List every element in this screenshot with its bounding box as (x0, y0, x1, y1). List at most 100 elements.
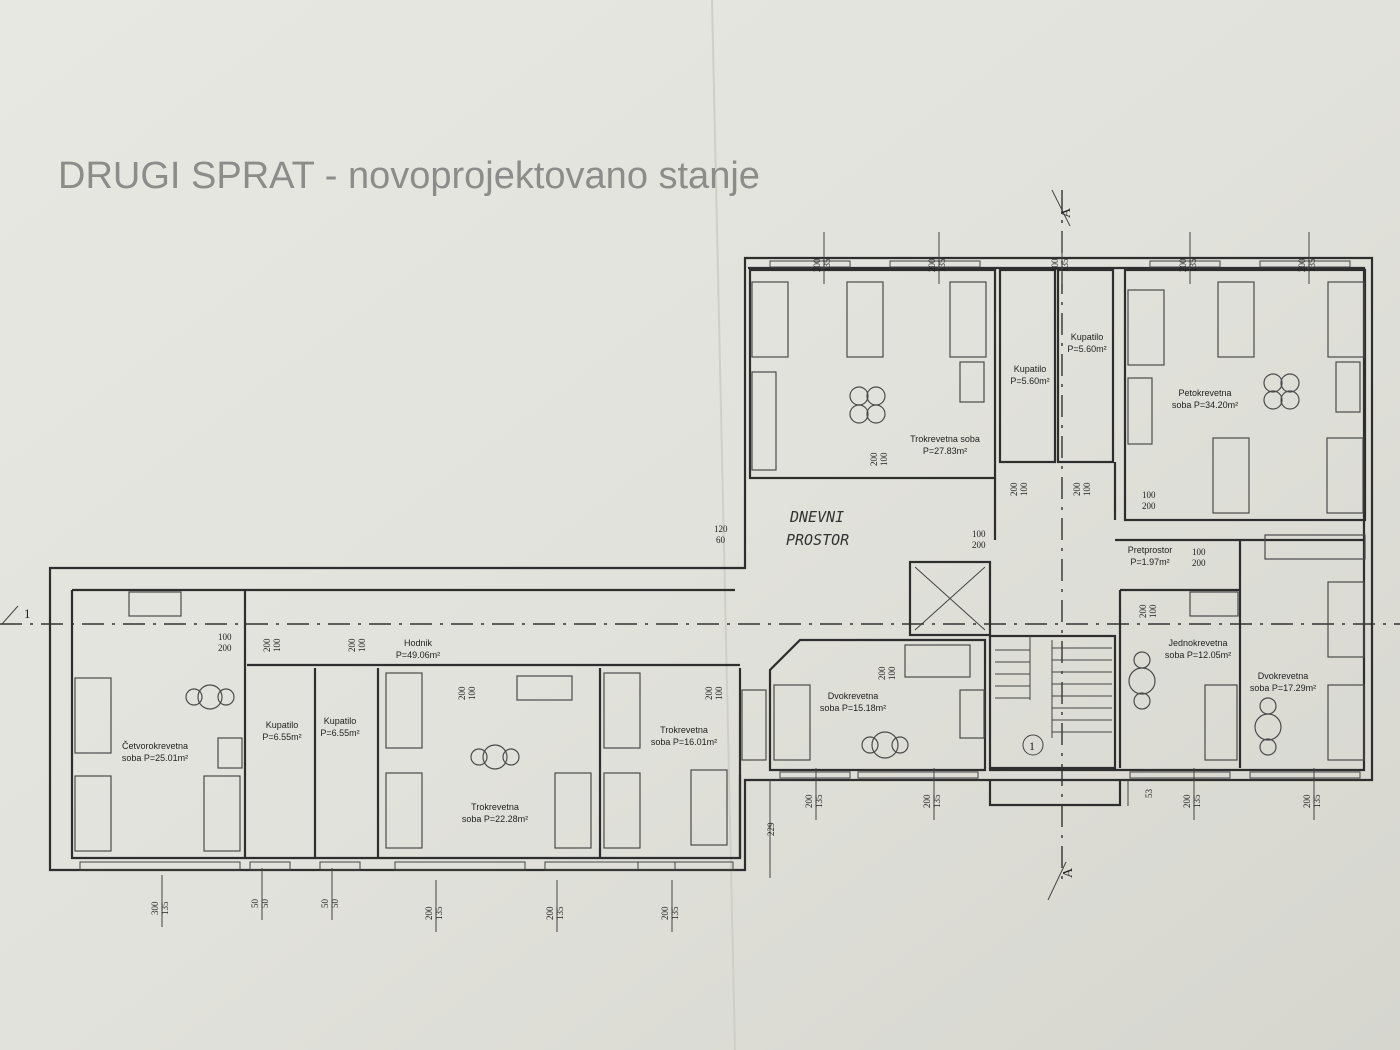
elevator-shaft (908, 560, 992, 637)
room-name: Dvokrevetna (1258, 671, 1309, 681)
door-width: 100 (879, 452, 889, 466)
door-height: 200 (1192, 558, 1206, 568)
right-lower-rooms (1118, 540, 1242, 768)
section-marker-a-top (1051, 189, 1071, 227)
bathroom-2 (1056, 268, 1115, 464)
dimension-height: 135 (160, 901, 170, 915)
door-width: 100 (887, 666, 897, 680)
room-name: Hodnik (404, 638, 433, 648)
dimension-width: 200 (424, 906, 434, 920)
room-area: soba P=12.05m² (1165, 650, 1231, 660)
room-name: Kupatilo (1071, 332, 1104, 342)
left-wing-walls (243, 590, 742, 858)
door-height: 200 (347, 638, 357, 652)
stair-number-circle (1022, 734, 1044, 756)
room-name: Trokrevetna (660, 725, 708, 735)
door-width: 100 (272, 638, 282, 652)
beds (74, 281, 1365, 852)
room-area: P=6.55m² (320, 728, 359, 738)
door-height: 200 (1072, 482, 1082, 496)
dimension-width: 200 (545, 906, 555, 920)
door-width: 100 (1082, 482, 1092, 496)
door-height: 200 (877, 666, 887, 680)
room-area: P=5.60m² (1067, 344, 1106, 354)
dimension-width: 200 (927, 258, 937, 272)
dimension-width: 50 (250, 899, 260, 909)
room-area: P=27.83m² (923, 446, 967, 456)
elevator-cross (914, 566, 986, 631)
bathroom-1 (998, 268, 1057, 464)
door-width: 100 (714, 686, 724, 700)
section-label-a-top: A (1059, 207, 1074, 218)
door-width: 100 (1148, 604, 1158, 618)
room-area: soba P=34.20m² (1172, 400, 1238, 410)
tables (185, 373, 1300, 770)
dimension-width: 50 (320, 899, 330, 909)
dimension-height: 135 (932, 794, 942, 808)
room-name: Kupatilo (266, 720, 299, 730)
dimension-width: 200 (804, 794, 814, 808)
room-area: soba P=25.01m² (122, 753, 188, 763)
stair-number: 1 (1029, 739, 1035, 753)
dimension-height: 135 (1192, 794, 1202, 808)
door-height: 200 (704, 686, 714, 700)
door-width: 100 (467, 686, 477, 700)
room-name: Trokrevetna (471, 802, 519, 812)
room-area: P=5.60m² (1010, 376, 1049, 386)
door-width: 100 (972, 529, 986, 539)
door-width: 100 (357, 638, 367, 652)
section-label-1: 1 (24, 606, 31, 621)
room-area: soba P=22.28m² (462, 814, 528, 824)
plan-title: DRUGI SPRAT - novoprojektovano stanje (58, 155, 760, 197)
dimension-height: 135 (1307, 258, 1317, 272)
door-height: 200 (972, 540, 986, 550)
dimension-width: 200 (1182, 794, 1192, 808)
dimension-width: 200 (1297, 258, 1307, 272)
door-height: 200 (457, 686, 467, 700)
door-height: 200 (218, 643, 232, 653)
room-name: Petokrevetna (1178, 388, 1231, 398)
dimension-120: 120 (714, 524, 728, 534)
section-marker-a-bottom (1047, 861, 1067, 901)
door-width: 100 (218, 632, 232, 642)
dimension-height: 135 (1060, 258, 1070, 272)
section-label-a-bottom: A (1061, 867, 1076, 878)
stair-steps (995, 636, 1112, 738)
dimension-height: 135 (670, 906, 680, 920)
dimension-width: 200 (1302, 794, 1312, 808)
dimension-height: 135 (555, 906, 565, 920)
section-marker-1 (1, 605, 19, 625)
door-width: 100 (1192, 547, 1206, 557)
dimension-height: 135 (434, 906, 444, 920)
dimension-height: 50 (330, 899, 340, 909)
room-name: Trokrevetna soba (910, 434, 980, 444)
door-width: 100 (1142, 490, 1156, 500)
door-height: 200 (1009, 482, 1019, 496)
room-area: soba P=15.18m² (820, 703, 886, 713)
room-name: Kupatilo (1014, 364, 1047, 374)
handwritten-line-1: DNEVNI (789, 508, 844, 526)
door-height: 200 (1142, 501, 1156, 511)
room-name: Pretprostor (1128, 545, 1173, 555)
dimension-53: 53 (1144, 789, 1154, 799)
dimension-height: 135 (937, 258, 947, 272)
door-height: 200 (262, 638, 272, 652)
room-area: P=1.97m² (1130, 557, 1169, 567)
dimension-height: 135 (814, 794, 824, 808)
dimension-width: 300 (150, 901, 160, 915)
staircase (988, 634, 1117, 770)
balcony-outline (988, 780, 1122, 807)
dimension-width: 200 (660, 906, 670, 920)
dimension-height: 135 (822, 258, 832, 272)
dimension-width: 200 (1178, 258, 1188, 272)
windows (79, 260, 1361, 871)
paper-fold (711, 0, 736, 1050)
door-width: 100 (1019, 482, 1029, 496)
room-name: Dvokrevetna (828, 691, 879, 701)
dimension-height: 135 (1312, 794, 1322, 808)
room-name: Kupatilo (324, 716, 357, 726)
dimension-height: 135 (1188, 258, 1198, 272)
dimension-height: 50 (260, 899, 270, 909)
